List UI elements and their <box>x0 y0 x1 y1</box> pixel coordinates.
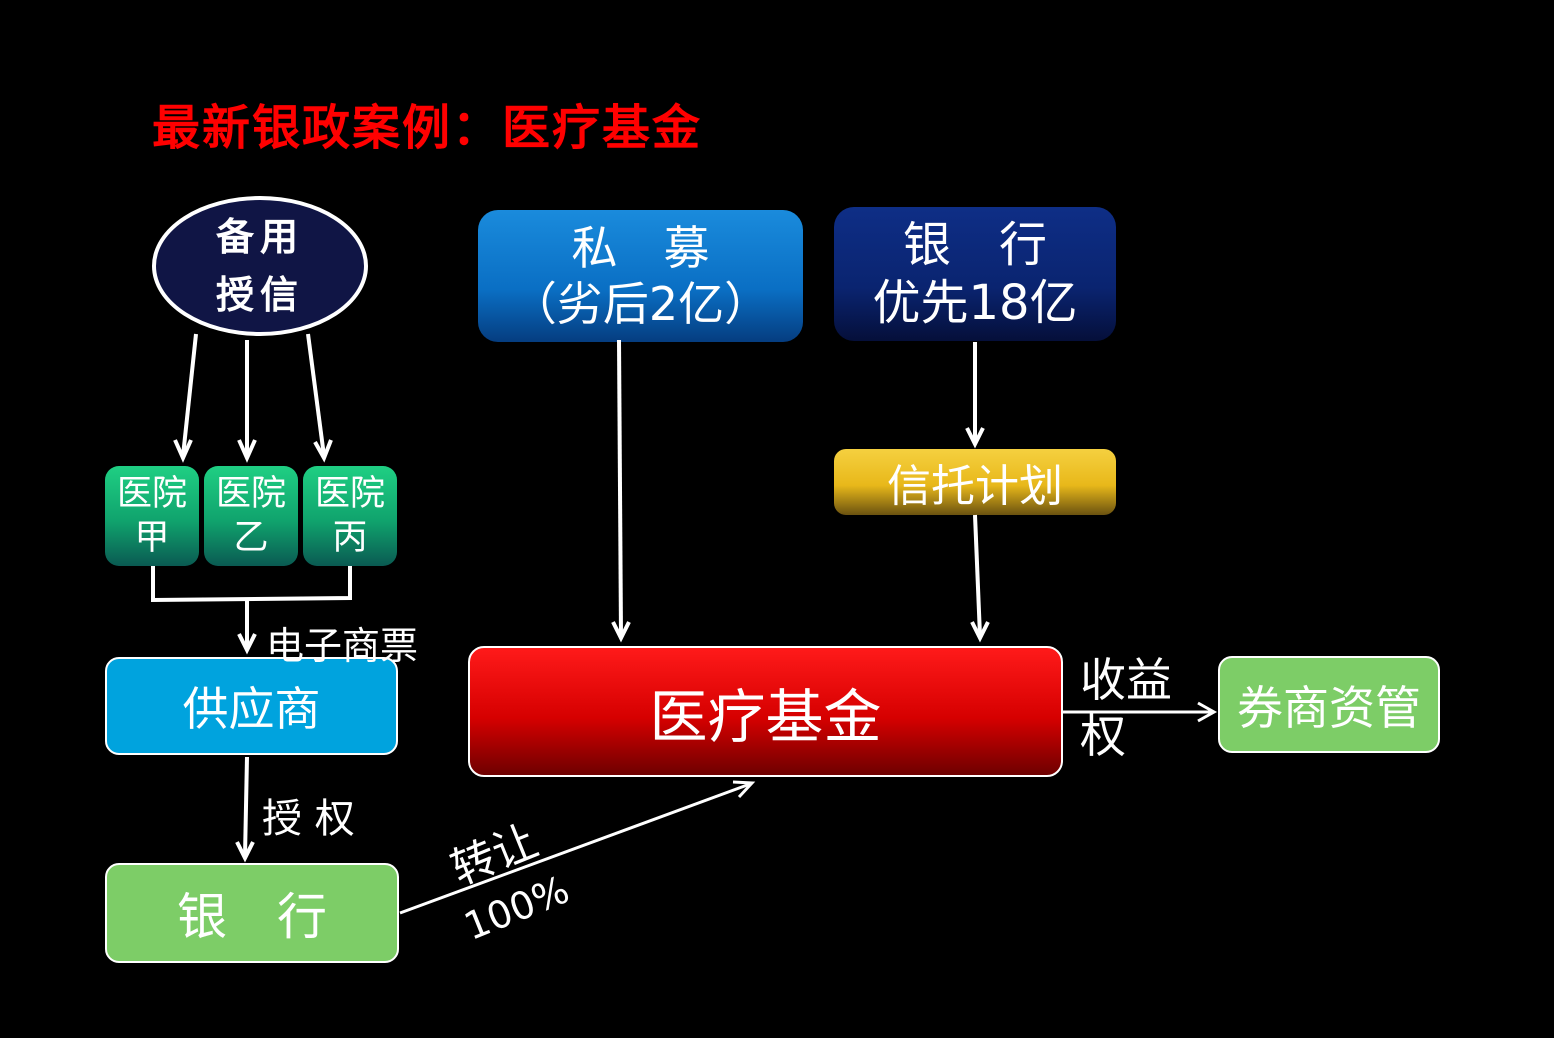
bank-node: 银 行 <box>105 863 399 963</box>
trust-plan-label: 信托计划 <box>887 461 1063 512</box>
broker-asset-mgmt-node: 券商资管 <box>1218 656 1440 753</box>
broker-asset-mgmt-label: 券商资管 <box>1237 680 1421 735</box>
arrowhead-credit-to-hospital-c <box>313 439 333 463</box>
hospital-b-node: 医院 乙 <box>204 466 298 566</box>
medical-fund-label: 医疗基金 <box>649 682 882 751</box>
bank-label: 银 行 <box>177 888 327 946</box>
supplier-node: 供应商 <box>105 657 398 755</box>
page-title: 最新银政案例：医疗基金 <box>152 100 703 156</box>
private-placement-line1: 私 募 <box>571 221 710 275</box>
arrowhead-credit-to-hospital-b <box>237 439 257 463</box>
private-placement-node: 私 募 （劣后2亿） <box>478 210 803 342</box>
arrowhead-credit-to-hospital-a <box>173 439 193 463</box>
arrow-bank-to-fund <box>399 782 751 915</box>
hospital-bracket <box>151 566 352 603</box>
arrowhead-fund-to-broker <box>1197 701 1218 723</box>
arrow-trust-to-fund <box>973 514 982 637</box>
hospital-b-line2: 乙 <box>233 518 269 558</box>
arrow-private-to-fund <box>617 339 623 637</box>
backup-credit-node: 备用 授信 <box>152 196 368 336</box>
income-right-line1: 收益 <box>1080 653 1172 707</box>
hospital-b-line1: 医院 <box>215 474 286 514</box>
arrow-credit-to-hospital-c <box>306 333 326 457</box>
supplier-label: 供应商 <box>182 682 321 736</box>
trust-plan-node: 信托计划 <box>834 449 1116 515</box>
income-right-label: 收益 权 <box>1080 652 1172 764</box>
medical-fund-node: 医疗基金 <box>468 646 1063 777</box>
hospital-c-line1: 医院 <box>314 474 385 514</box>
arrowhead-bank-to-fund <box>732 780 756 799</box>
arrow-credit-to-hospital-a <box>181 333 198 457</box>
backup-credit-line1: 备用 <box>215 214 304 259</box>
income-right-line2: 权 <box>1080 709 1126 763</box>
private-placement-line2: （劣后2亿） <box>510 277 771 331</box>
arrowhead-bank-to-trust <box>965 427 985 449</box>
arrow-supplier-to-bank <box>243 756 249 857</box>
backup-credit-line2: 授信 <box>215 272 304 317</box>
hospital-a-line2: 甲 <box>134 518 170 558</box>
arrowhead-private-to-fund <box>611 621 631 643</box>
arrowhead-trust-to-fund <box>970 621 990 643</box>
arrowhead-hospitals-to-supplier <box>237 633 257 655</box>
authorize-label: 授 权 <box>262 796 355 842</box>
bank-senior-node: 银 行 优先18亿 <box>834 207 1116 341</box>
e-bill-label: 电子商票 <box>266 624 419 668</box>
hospital-c-node: 医院 丙 <box>303 466 397 566</box>
bank-senior-line2: 优先18亿 <box>872 275 1078 331</box>
bank-senior-line1: 银 行 <box>902 217 1047 273</box>
hospital-a-node: 医院 甲 <box>105 466 199 566</box>
hospital-c-line2: 丙 <box>332 518 368 558</box>
hospital-a-line1: 医院 <box>116 474 187 514</box>
arrowhead-supplier-to-bank <box>235 841 255 863</box>
